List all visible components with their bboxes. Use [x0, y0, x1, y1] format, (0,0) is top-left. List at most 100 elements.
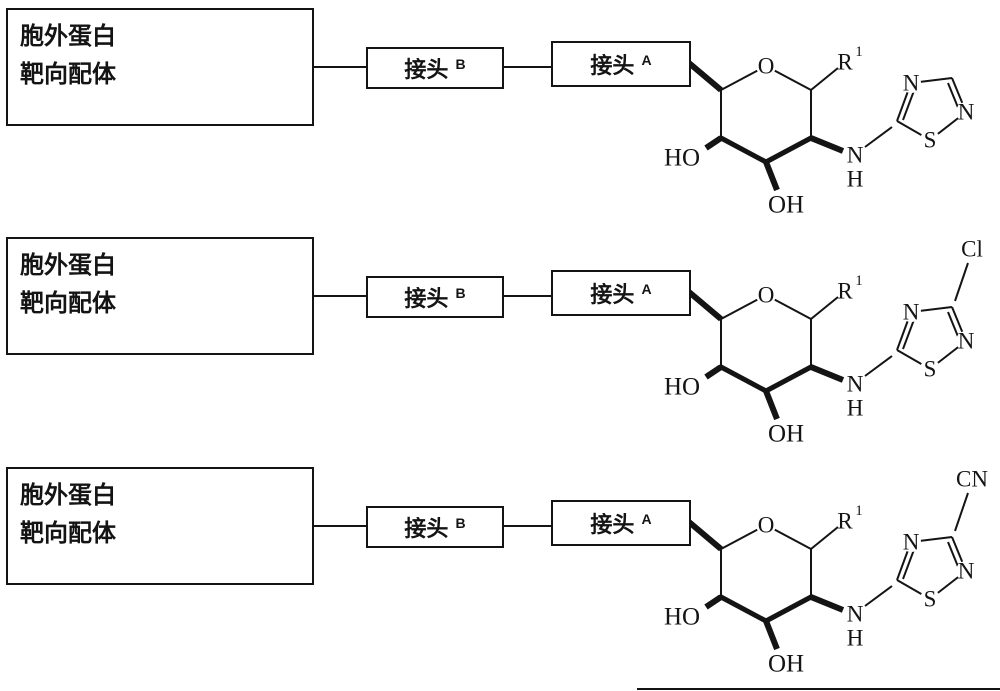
- linker-a-label: 接头: [590, 512, 635, 537]
- hydroxyl-bottom-label: OH: [768, 421, 804, 448]
- thiadiazole-n-top-label: N: [903, 300, 920, 325]
- r-group-superscript: 1: [855, 503, 863, 519]
- ligand-text-line1: 胞外蛋白: [20, 482, 116, 509]
- bond: [763, 135, 814, 165]
- atom-mask: [846, 399, 864, 417]
- bond-r-group: [810, 526, 839, 550]
- amine-n-label: N: [847, 602, 864, 627]
- bond-substituent: [954, 492, 969, 532]
- atom-labels: O R 1 HO OH N H N N S CN: [664, 467, 988, 678]
- wedge-ho: [704, 594, 723, 610]
- atom-masks: [756, 285, 976, 417]
- ligand-text-line2: 靶向配体: [20, 290, 116, 317]
- bond-double-inner: [947, 311, 960, 340]
- ligand-text-line2: 靶向配体: [20, 520, 116, 547]
- bond: [718, 135, 769, 165]
- r-group-superscript: 1: [855, 44, 863, 60]
- atom-mask: [846, 375, 864, 393]
- ligand-text-line1: 胞外蛋白: [20, 23, 116, 50]
- hydroxyl-bottom-label: OH: [768, 192, 804, 219]
- wedge-oh: [763, 619, 780, 651]
- amine-n-label: N: [847, 372, 864, 397]
- amine-h-label: H: [847, 396, 864, 421]
- bond-double-inner: [902, 316, 916, 350]
- atom-mask: [956, 102, 976, 122]
- bond-substituent: [954, 262, 969, 302]
- ligand-text-line1: 胞外蛋白: [20, 252, 116, 279]
- linker-b-label: 接头: [404, 286, 449, 311]
- bond-double-inner: [947, 82, 960, 111]
- amine-h-label: H: [847, 167, 864, 192]
- thiadiazole-n-top-label: N: [903, 530, 920, 555]
- thiadiazole-n-right-label: N: [958, 559, 975, 584]
- wedge-nh: [809, 135, 845, 154]
- ring-oxygen-label: O: [758, 513, 775, 538]
- bond-double-inner: [902, 87, 916, 121]
- bond: [763, 364, 814, 394]
- bond: [718, 364, 769, 394]
- amine-h-label: H: [847, 626, 864, 651]
- amine-n-label: N: [847, 143, 864, 168]
- linker-b-superscript: B: [455, 56, 466, 72]
- linker-a-label: 接头: [590, 282, 635, 307]
- ring-oxygen-label: O: [758, 283, 775, 308]
- atom-mask: [901, 532, 921, 552]
- substituent-label: Cl: [961, 237, 983, 262]
- bond-double-inner: [902, 546, 916, 580]
- thiadiazole-n-right-label: N: [958, 100, 975, 125]
- structure-row-1: O R 1 HO OH N H N N S: [314, 44, 976, 219]
- wedge-ho: [704, 364, 723, 380]
- ring-oxygen-label: O: [758, 54, 775, 79]
- bond-n-thiadiazole: [864, 355, 893, 377]
- linker-a-superscript: A: [641, 511, 652, 527]
- wedge-nh: [809, 594, 845, 613]
- ligand-box-3: 胞外蛋白 靶向配体: [6, 467, 314, 585]
- bond-n-thiadiazole: [864, 126, 893, 148]
- bond-n-thiadiazole: [864, 585, 893, 607]
- atom-mask: [846, 146, 864, 164]
- wedge-linkera-ring: [687, 289, 723, 322]
- atom-mask: [756, 56, 776, 76]
- bond-r-group: [810, 296, 839, 320]
- atom-mask: [920, 130, 940, 150]
- atom-mask: [920, 589, 940, 609]
- linker-b-label: 接头: [404, 516, 449, 541]
- r-group-label: R: [837, 509, 853, 534]
- thiadiazole-s-label: S: [924, 587, 937, 612]
- structure-row-3: O R 1 HO OH N H N N S CN: [314, 467, 988, 678]
- atom-mask: [901, 73, 921, 93]
- linker-b-label: 接头: [404, 57, 449, 82]
- wedge-linkera-ring: [687, 60, 723, 93]
- atom-mask: [920, 359, 940, 379]
- linker-a-superscript: A: [641, 52, 652, 68]
- r-group-label: R: [837, 279, 853, 304]
- r-group-superscript: 1: [855, 273, 863, 289]
- linker-b-superscript: B: [455, 285, 466, 301]
- thiadiazole-n-top-label: N: [903, 71, 920, 96]
- wedge-oh: [763, 389, 780, 421]
- atom-labels: O R 1 HO OH N H N N S: [664, 44, 975, 219]
- wedge-oh: [763, 160, 780, 192]
- atom-masks: [756, 515, 976, 647]
- ligand-box-1: 胞外蛋白 靶向配体: [6, 8, 314, 126]
- linker-a-label: 接头: [590, 53, 635, 78]
- wedge-linkera-ring: [687, 519, 723, 552]
- bonds: [314, 492, 969, 651]
- linker-b-box-1: 接头 B: [366, 47, 504, 89]
- atom-mask: [846, 605, 864, 623]
- atom-mask: [846, 629, 864, 647]
- substituent-label: CN: [956, 467, 988, 492]
- bonds: [314, 60, 967, 192]
- thiadiazole-s-label: S: [924, 128, 937, 153]
- thiadiazole-s-label: S: [924, 357, 937, 382]
- bond-r-group: [810, 67, 839, 91]
- hydroxyl-left-label: HO: [664, 374, 700, 401]
- wedge-ho: [704, 135, 723, 151]
- structure-row-2: O R 1 HO OH N H N N S Cl: [314, 237, 983, 448]
- atom-masks: [756, 56, 976, 188]
- linker-b-box-2: 接头 B: [366, 276, 504, 318]
